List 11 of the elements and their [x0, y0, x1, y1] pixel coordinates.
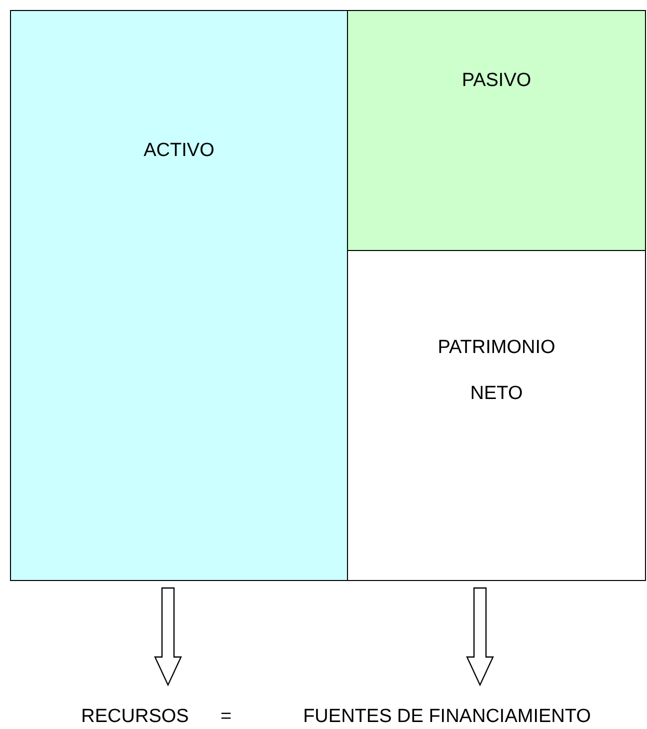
block-arrow	[466, 587, 494, 686]
block-label: PATRIMONIO NETO	[436, 336, 556, 406]
equity-block	[347, 250, 646, 581]
block-label: ACTIVO	[144, 138, 214, 162]
result-term: RECURSOS	[81, 705, 189, 729]
equals-sign: =	[219, 705, 233, 729]
block-arrow	[154, 587, 182, 686]
asset-block	[10, 10, 348, 581]
block-label: PASIVO	[462, 68, 532, 92]
liability-block	[347, 10, 646, 251]
result-term: FUENTES DE FINANCIAMIENTO	[303, 705, 591, 729]
